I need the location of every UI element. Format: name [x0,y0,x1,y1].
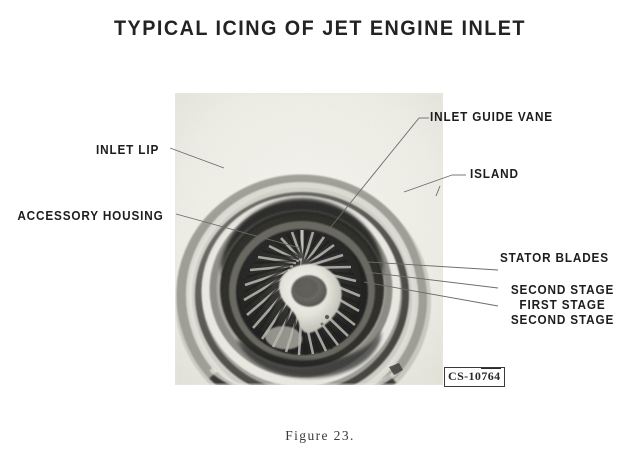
callout-island: ISLAND [470,167,519,181]
callout-stage-group: SECOND STAGE FIRST STAGE SECOND STAGE [490,283,635,328]
callout-inlet-guide-vane: INLET GUIDE VANE [430,110,553,124]
photo-code-stamp: CS-10764 [444,367,505,387]
page-title: TYPICAL ICING OF JET ENGINE INLET [114,16,526,40]
callout-first-stage: FIRST STAGE [519,298,606,312]
figure-caption: Figure 23. [285,428,355,443]
callout-accessory-housing: ACCESSORY HOUSING [17,209,164,223]
photo-code-prefix: CS-10 [448,369,482,383]
callout-second-stage-upper: SECOND STAGE [510,283,615,297]
callout-inlet-lip: INLET LIP [96,143,160,157]
callout-stator-blades: STATOR BLADES [500,251,609,265]
callout-second-stage-lower: SECOND STAGE [510,313,615,327]
engine-inlet-photograph [175,93,443,385]
photo-code-suffix: 764 [481,368,501,383]
